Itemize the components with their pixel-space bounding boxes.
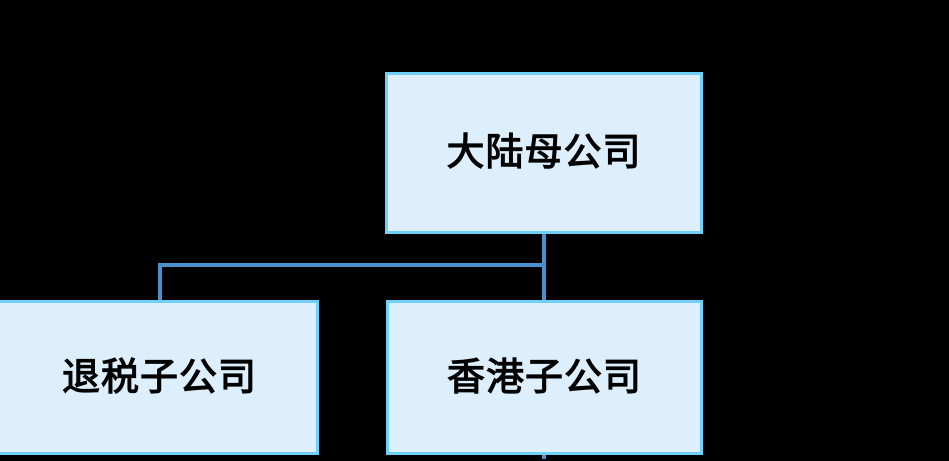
node-parent-company-label: 大陆母公司: [446, 130, 642, 175]
connector-parent-stem: [542, 232, 546, 268]
connector-drop-to-child-left: [158, 263, 162, 302]
node-hongkong-subsidiary-label: 香港子公司: [446, 354, 642, 399]
node-tax-refund-subsidiary-label: 退税子公司: [61, 354, 257, 399]
connector-stub-bottom: [542, 455, 546, 459]
node-tax-refund-subsidiary[interactable]: 退税子公司: [0, 300, 319, 455]
connector-horizontal-bus: [158, 263, 544, 267]
node-parent-company[interactable]: 大陆母公司: [385, 72, 703, 234]
connector-drop-to-child-right: [542, 263, 546, 302]
node-hongkong-subsidiary[interactable]: 香港子公司: [386, 300, 703, 455]
